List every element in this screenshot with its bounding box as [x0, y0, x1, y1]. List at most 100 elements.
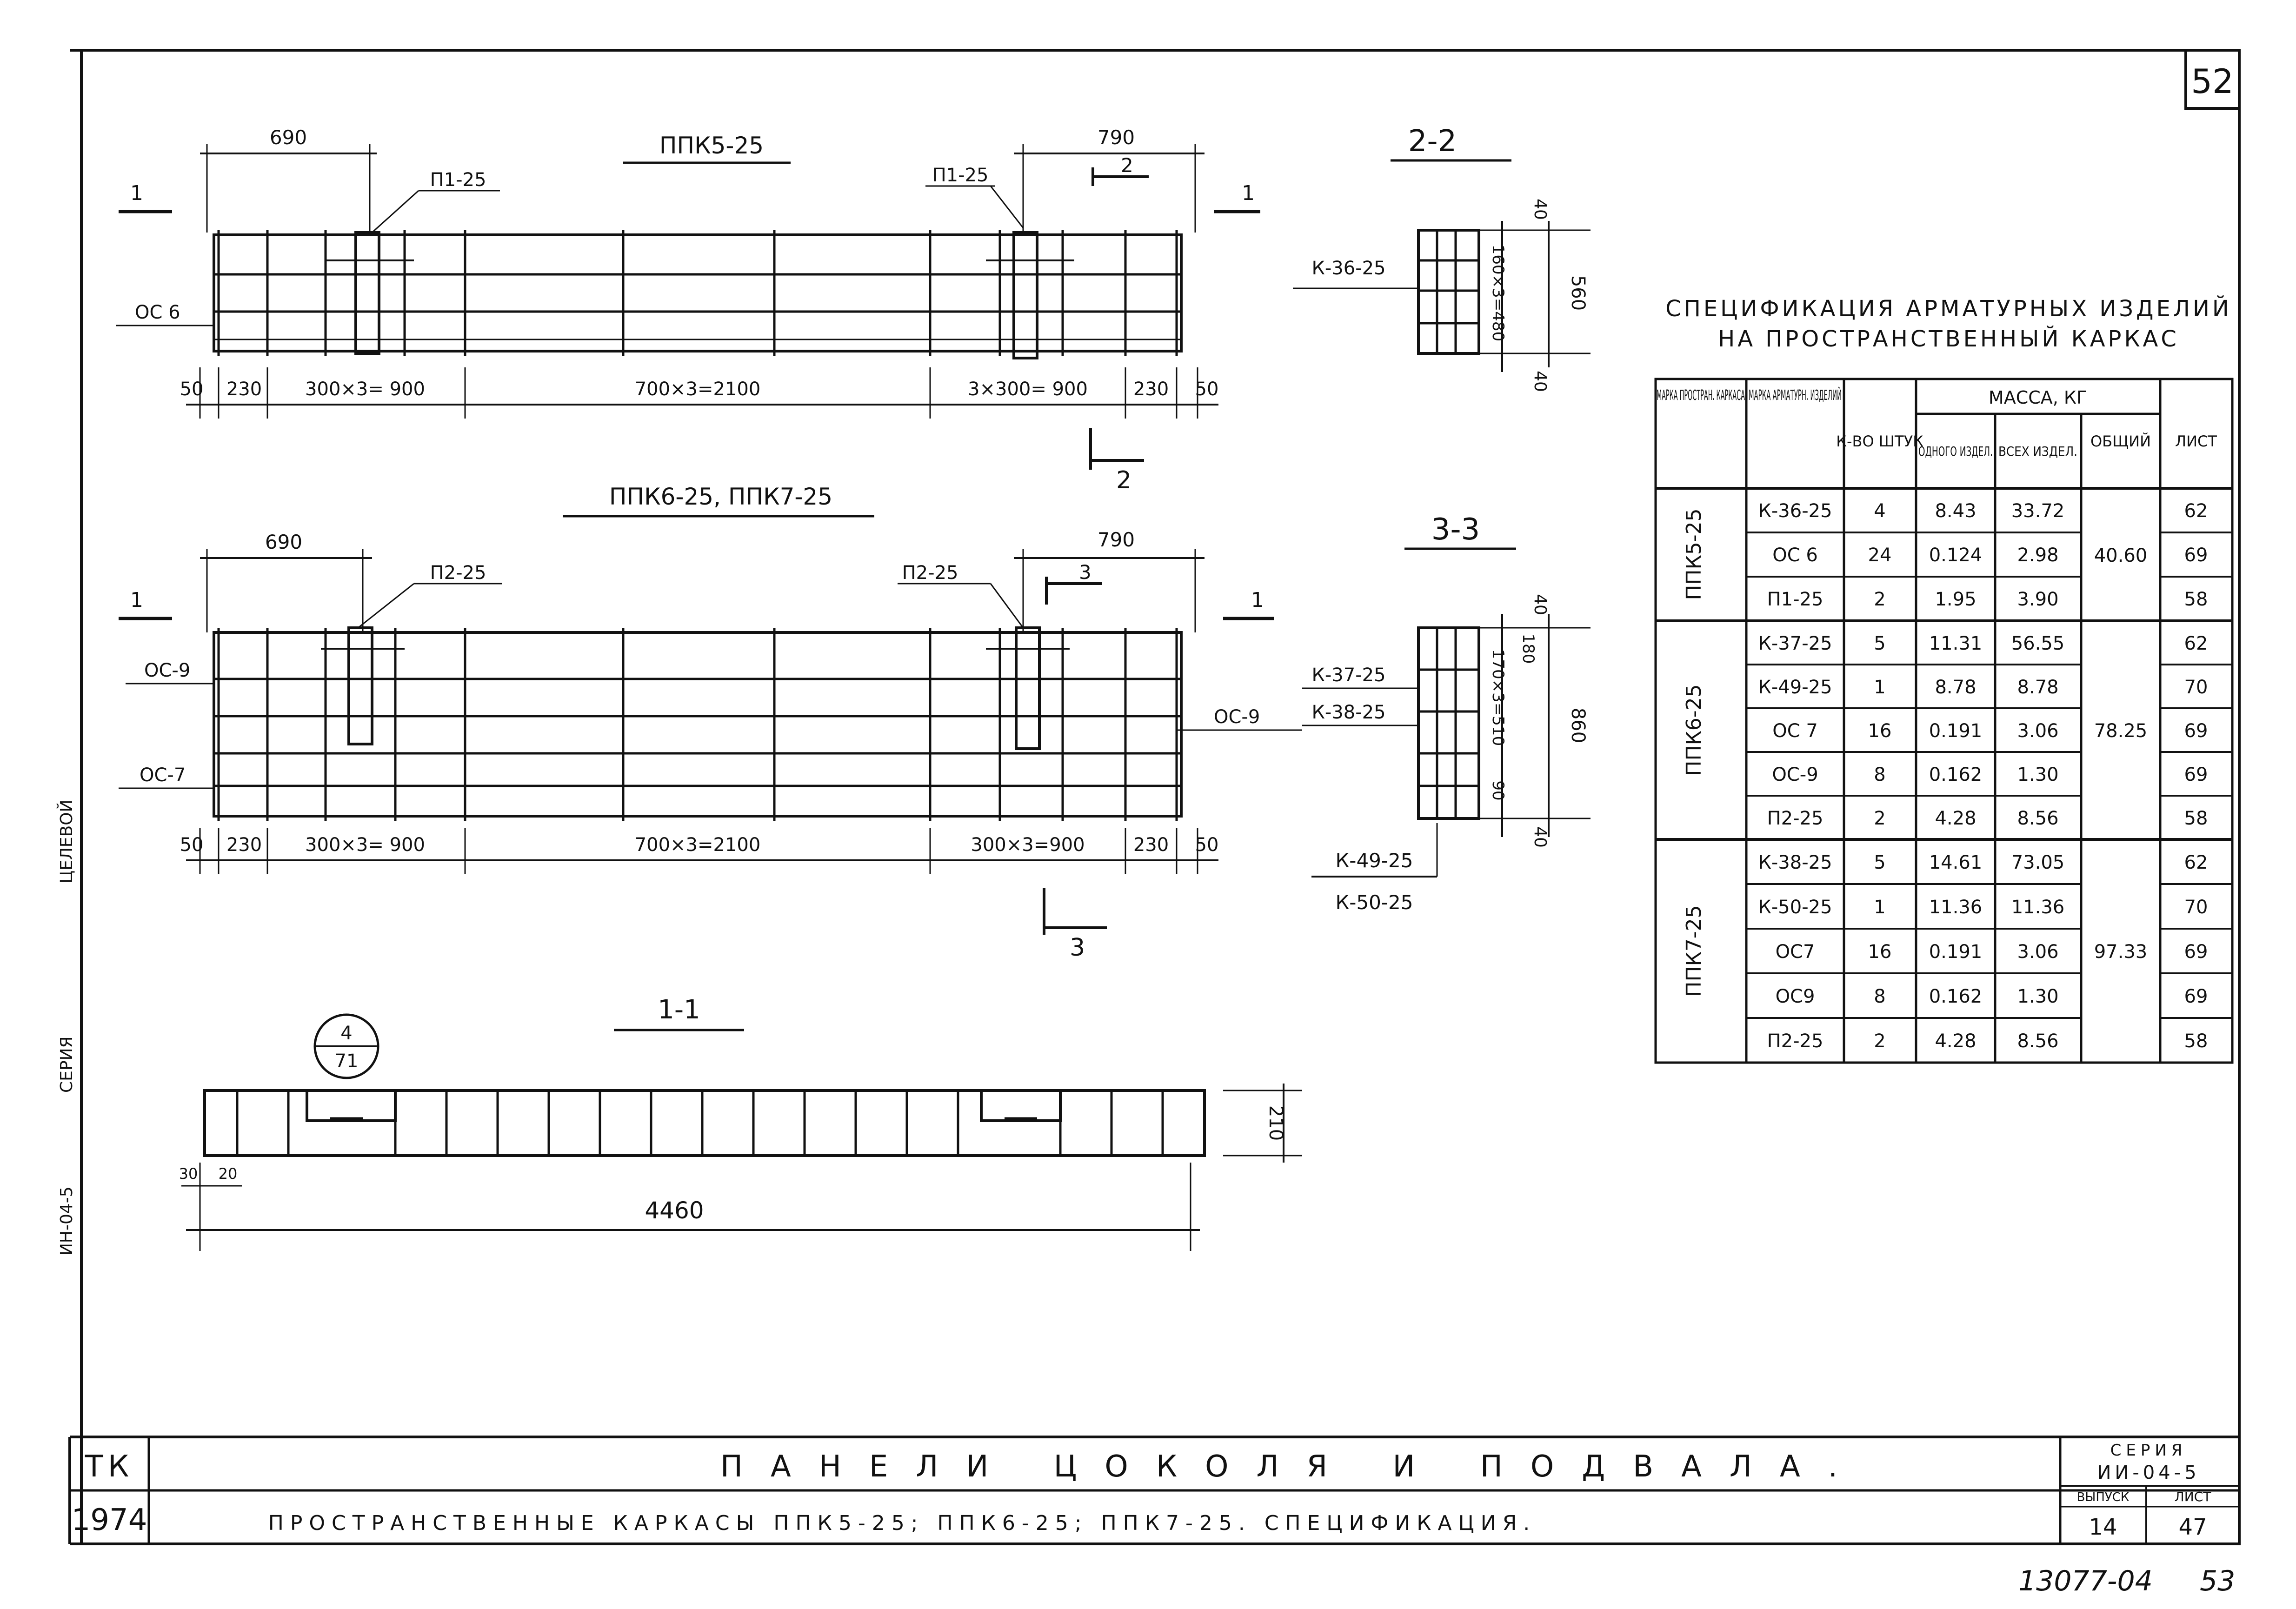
elev-a-bdim-2: 300×3= 900: [305, 379, 425, 400]
spec-g3-r3-c2: 0.162: [1929, 986, 1983, 1007]
spec-g2-r2-c2: 0.191: [1929, 720, 1983, 742]
spec-g3-r0-c0: К-38-25: [1758, 852, 1832, 873]
spec-g2-r1-c1: 1: [1874, 677, 1885, 698]
spec-g3-name: ППК7-25: [1682, 905, 1706, 997]
title-series-label: СЕРИЯ: [2110, 1441, 2187, 1460]
spec-g2-r0-c2: 11.31: [1929, 633, 1983, 654]
spec-g3-r0-c4: 62: [2184, 852, 2208, 873]
elev-a-section-right: 1: [1242, 181, 1255, 205]
section-22-dim-bottom: 40: [1531, 371, 1550, 392]
spec-g1-total: 40.60: [2094, 545, 2148, 566]
elev-a-label-left: П1-25: [430, 169, 486, 191]
title-block: ТК 1974 ПАНЕЛИ ЦОКОЛЯ И ПОДВАЛА. ПРОСТРА…: [68, 1436, 2239, 1545]
spec-g2-r2-c3: 3.06: [2017, 720, 2058, 742]
spec-title-1: СПЕЦИФИКАЦИЯ АРМАТУРНЫХ ИЗДЕЛИЙ: [1665, 295, 2232, 322]
elev-b-dim-left: 690: [265, 531, 302, 553]
elev-a-bdim-4: 3×300= 900: [968, 379, 1088, 400]
spec-g3-r4-c0: П2-25: [1767, 1031, 1823, 1052]
spec-g3-r2-c2: 0.191: [1929, 941, 1983, 963]
elev-b-bdim-2: 300×3= 900: [305, 834, 425, 856]
elev-b-dim-right: 790: [1098, 528, 1135, 551]
spec-g1-r1-c0: ОС 6: [1772, 545, 1818, 566]
elev-b-label-left: П2-25: [430, 562, 486, 584]
spec-g2-r4-c2: 4.28: [1935, 808, 1976, 829]
spec-table: СПЕЦИФИКАЦИЯ АРМАТУРНЫХ ИЗДЕЛИЙ НА ПРОСТ…: [1654, 295, 2234, 1064]
spec-g2-r3-c3: 1.30: [2017, 764, 2058, 785]
bottom-stamp: 13077-04: [2018, 1565, 2153, 1597]
spec-g3-r2-c3: 3.06: [2017, 941, 2058, 963]
spec-g3-r4-c2: 4.28: [1935, 1031, 1976, 1052]
elev-b-label-os-right: ОС-9: [1214, 706, 1260, 728]
spec-g2-r1-c4: 70: [2184, 677, 2208, 698]
spec-g1-name: ППК5-25: [1682, 508, 1706, 600]
section-33-label-c: К-49-25: [1335, 849, 1413, 872]
spec-g3-r4-c3: 8.56: [2017, 1031, 2058, 1052]
bottom-stamp-page: 53: [2200, 1565, 2235, 1597]
section-33-dim-mid2: 180: [1519, 634, 1537, 664]
elev-b-bdim-1: 230: [226, 834, 262, 856]
title-sheet-label: ЛИСТ: [2175, 1489, 2212, 1504]
spec-g3-r2-c0: ОС7: [1776, 941, 1815, 963]
elev-b-section-right: 1: [1251, 588, 1264, 612]
spec-h-col1: МАРКА ПРОСТРАН. КАРКАСА: [1657, 387, 1745, 404]
spec-h-mass: МАССА, КГ: [1989, 387, 2087, 408]
section-11-callout-bottom: 71: [335, 1051, 359, 1072]
elev-b-label-right: П2-25: [902, 562, 958, 584]
section-33-title: 3-3: [1431, 512, 1480, 547]
spec-g3-r2-c4: 69: [2184, 941, 2208, 963]
sheet-number: 52: [2191, 62, 2234, 101]
spec-g2-name: ППК6-25: [1682, 684, 1706, 776]
spec-g2-r2-c4: 69: [2184, 720, 2208, 742]
spec-g2-r1-c2: 8.78: [1935, 677, 1976, 698]
title-issue-label: ВЫПУСК: [2077, 1490, 2130, 1504]
section-33-dim-low: 90: [1489, 780, 1507, 800]
spec-g2-total: 78.25: [2094, 720, 2148, 742]
spec-g1-r2-c0: П1-25: [1767, 589, 1823, 610]
spec-g2-r1-c0: К-49-25: [1758, 677, 1832, 698]
section-11-callout-top: 4: [340, 1023, 352, 1044]
elev-b-bdim-3: 700×3=2100: [635, 834, 761, 856]
elevation-b-title: ППК6-25, ППК7-25: [609, 483, 832, 510]
title-code: ТК: [85, 1449, 134, 1484]
sheet-number-box: [2184, 49, 2241, 110]
elev-a-bdim-3: 700×3=2100: [635, 379, 761, 400]
section-11-dim-length: 4460: [645, 1197, 704, 1224]
title-year: 1974: [72, 1503, 147, 1537]
side-label-2: СЕРИЯ: [57, 1036, 76, 1093]
section-11-dim-small-a: 30: [179, 1165, 198, 1183]
section-33-dim-bottom: 40: [1531, 826, 1550, 848]
elev-b-bdim-0: 50: [180, 834, 204, 856]
side-label-1: ЦЕЛЕВОЙ: [57, 800, 76, 884]
spec-g1-r2-c4: 58: [2184, 589, 2208, 610]
elev-b-label-os-bottom: ОС-7: [140, 765, 186, 786]
spec-h-col2: МАРКА АРМАТУРН. ИЗДЕЛИЙ: [1749, 387, 1842, 404]
spec-g2-r3-c0: ОС-9: [1772, 764, 1818, 785]
spec-g1-r0-c0: К-36-25: [1758, 500, 1832, 522]
spec-g3-r1-c0: К-50-25: [1758, 897, 1832, 918]
spec-h-col4: ОДНОГО ИЗДЕЛ.: [1918, 444, 1993, 459]
spec-g2-r3-c2: 0.162: [1929, 764, 1983, 785]
spec-g2-r4-c1: 2: [1874, 808, 1885, 829]
elev-a-label-os: ОС 6: [135, 302, 180, 323]
side-label-3: ИН-04-5: [57, 1186, 76, 1256]
title-main: ПАНЕЛИ ЦОКОЛЯ И ПОДВАЛА.: [720, 1449, 1865, 1484]
spec-g1-r1-c4: 69: [2184, 545, 2208, 566]
spec-g1-r0-c4: 62: [2184, 500, 2208, 522]
elev-b-section-mark-top: 3: [1079, 561, 1091, 584]
spec-g1-r0-c3: 33.72: [2011, 500, 2065, 522]
elev-a-dim-right: 790: [1098, 126, 1135, 149]
elev-a-bdim-1: 230: [226, 379, 262, 400]
spec-h-col7: ЛИСТ: [2175, 432, 2217, 450]
title-subtitle: ПРОСТРАНСТВЕННЫЕ КАРКАСЫ ППК5-25; ППК6-2…: [268, 1511, 1537, 1535]
section-2-2: 2-2 К-36-25 40 160×3=480 560 40: [1293, 124, 1591, 392]
section-11-title: 1-1: [658, 995, 700, 1025]
elev-a-dim-left: 690: [270, 126, 307, 149]
spec-g1-r2-c3: 3.90: [2017, 589, 2058, 610]
spec-g3-r3-c0: ОС9: [1776, 986, 1815, 1007]
section-22-dim-top: 40: [1531, 199, 1550, 220]
spec-g3-r4-c4: 58: [2184, 1031, 2208, 1052]
section-33-dim-total: 860: [1567, 708, 1589, 743]
spec-g1-r2-c2: 1.95: [1935, 589, 1976, 610]
spec-h-col6: ОБЩИЙ: [2090, 432, 2151, 450]
